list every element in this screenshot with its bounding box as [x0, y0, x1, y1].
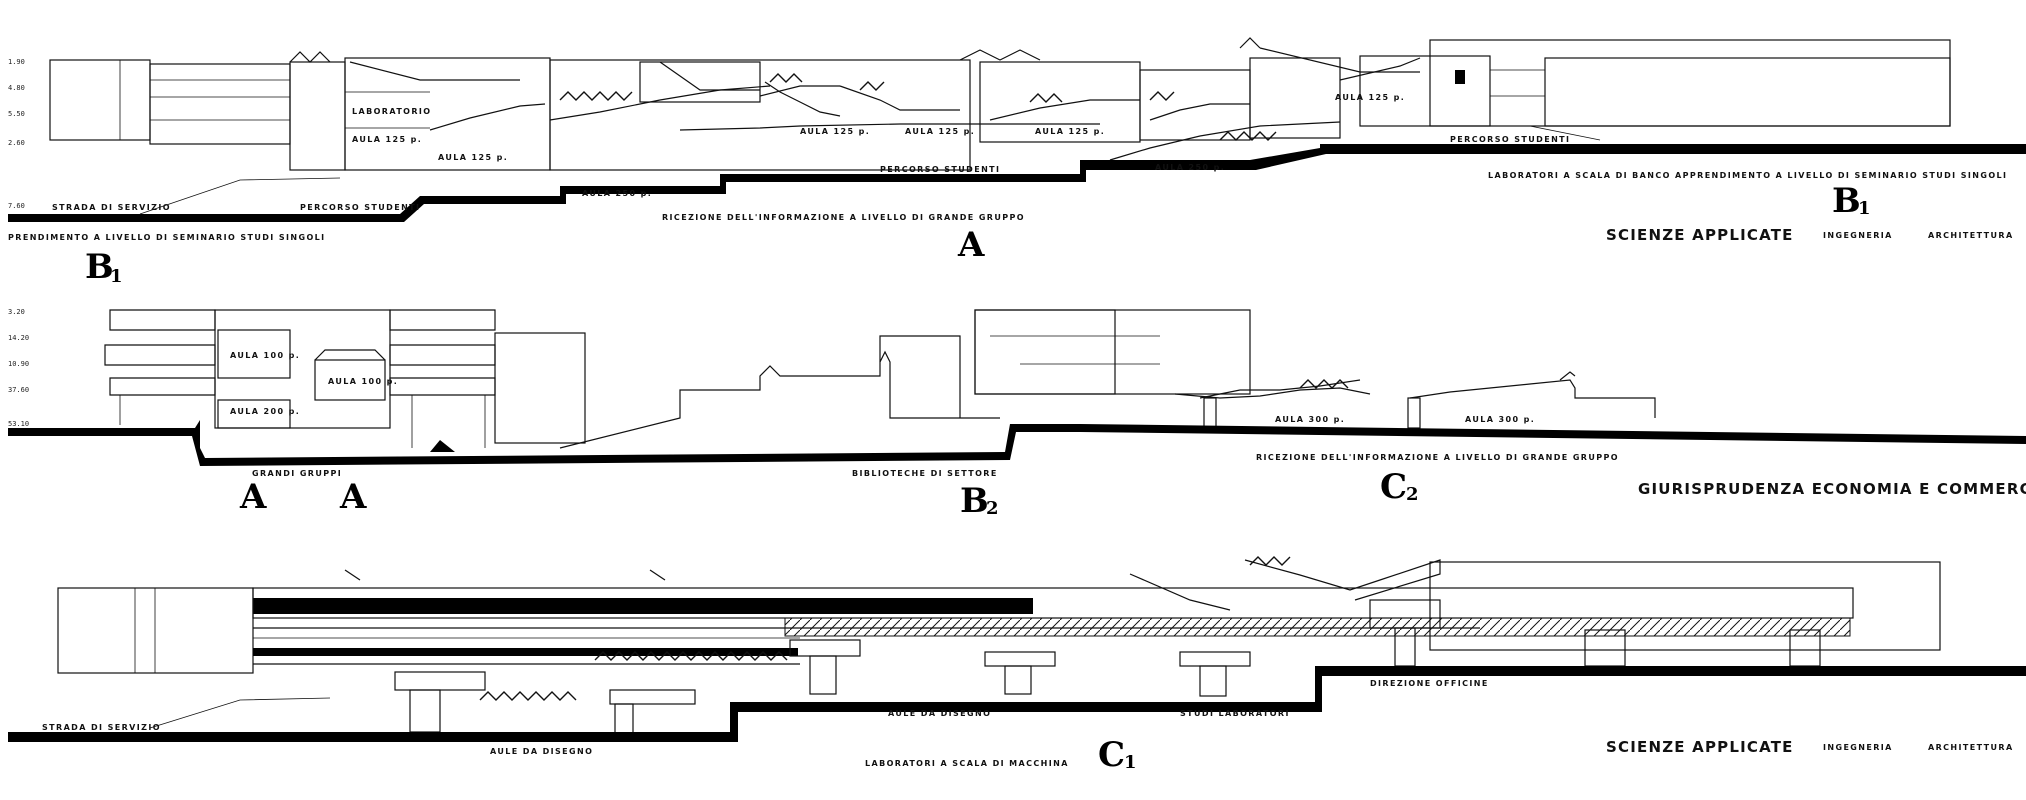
room-label: AULA 250 p.: [582, 189, 652, 198]
path-label: PERCORSO STUDENTI: [1450, 135, 1570, 144]
zone-caption: BIBLIOTECHE DI SETTORE: [852, 469, 998, 478]
faculty-subtitle: INGEGNERIA: [1823, 231, 1893, 240]
section-3-supports: [394, 599, 1821, 735]
section-1-building-right: [1239, 37, 1951, 141]
section-3-building: [57, 556, 1941, 674]
zone-caption: LABORATORI A SCALA DI MACCHINA: [865, 759, 1069, 768]
section-3-labels: STRADA DI SERVIZIO AULE DA DISEGNO AULE …: [42, 679, 2014, 768]
section-2-labels: AULA 100 p. AULA 100 p. AULA 200 p. AULA…: [230, 351, 2026, 498]
faculty-title: GIURISPRUDENZA ECONOMIA E COMMERCIO: [1638, 480, 2026, 498]
path-label: PERCORSO STUDENTI: [880, 165, 1000, 174]
room-label: DIREZIONE OFFICINE: [1370, 679, 1489, 688]
level-mark: 7.60: [8, 202, 25, 210]
level-mark: 37.60: [8, 386, 29, 394]
faculty-title: SCIENZE APPLICATE: [1606, 738, 1794, 756]
section-2-levels: 3.20 14.20 10.90 37.60 53.10: [8, 308, 29, 428]
section-marker-c1: C: [1098, 735, 1125, 775]
level-mark: 14.20: [8, 334, 29, 342]
section-2-markers: A A B 2 C 2: [239, 467, 1419, 521]
section-marker-sub: 2: [1406, 484, 1419, 505]
room-label: AULE DA DISEGNO: [888, 709, 991, 718]
section-1-building-left: [49, 51, 551, 171]
level-mark: 3.20: [8, 308, 25, 316]
road-label: STRADA DI SERVIZIO: [52, 203, 171, 212]
section-marker-sub: 1: [110, 266, 123, 287]
section-1: 1.90 4.80 5.50 2.60 7.60: [8, 37, 2026, 287]
level-mark: 2.60: [8, 139, 25, 147]
level-mark: 10.90: [8, 360, 29, 368]
room-label: AULA 125 p.: [1335, 93, 1405, 102]
level-mark: 5.50: [8, 110, 25, 118]
section-marker-sub: 2: [986, 498, 999, 519]
faculty-subtitle: INGEGNERIA: [1823, 743, 1893, 752]
room-label: AULA 300 p.: [1275, 415, 1345, 424]
path-label: PERCORSO STUDENTI: [300, 203, 420, 212]
zone-caption: GRANDI GRUPPI: [252, 469, 342, 478]
room-label: AULA 125 p.: [800, 127, 870, 136]
section-1-auditoria: [549, 49, 1341, 171]
section-marker-a: A: [339, 477, 367, 517]
room-label: STUDI LABORATORI: [1180, 709, 1290, 718]
section-marker-b1-left: B: [85, 247, 114, 287]
room-label: AULA 125 p.: [1035, 127, 1105, 136]
room-label: AULA 125 p.: [905, 127, 975, 136]
zone-caption: RICEZIONE DELL'INFORMAZIONE A LIVELLO DI…: [1256, 453, 1619, 462]
room-label: AULA 250 p.: [1155, 163, 1225, 172]
level-mark: 1.90: [8, 58, 25, 66]
section-3-markers: C 1: [1098, 735, 1137, 775]
section-marker-a: A: [957, 225, 985, 265]
section-3: STRADA DI SERVIZIO AULE DA DISEGNO AULE …: [8, 556, 2026, 775]
section-1-markers: B 1 A B 1: [85, 181, 1871, 287]
room-label: AULA 200 p.: [230, 407, 300, 416]
room-label: AULA 100 p.: [230, 351, 300, 360]
zone-caption: RICEZIONE DELL'INFORMAZIONE A LIVELLO DI…: [662, 213, 1025, 222]
section-marker-sub: 1: [1124, 752, 1137, 773]
section-3-ground: [8, 666, 2026, 742]
section-marker-b2: B: [960, 481, 989, 521]
section-1-labels: LABORATORIO AULA 125 p. AULA 125 p. AULA…: [8, 93, 2014, 244]
level-mark: 4.80: [8, 84, 25, 92]
road-label: STRADA DI SERVIZIO: [42, 723, 161, 732]
section-2-ground: [8, 420, 2026, 466]
room-label: AULA 300 p.: [1465, 415, 1535, 424]
room-label: LABORATORIO: [352, 107, 432, 116]
room-label: AULA 125 p.: [438, 153, 508, 162]
room-label: AULA 125 p.: [352, 135, 422, 144]
section-marker-c2: C: [1380, 467, 1407, 507]
zone-caption: PRENDIMENTO A LIVELLO DI SEMINARIO STUDI…: [8, 233, 326, 242]
section-1-ground: [8, 144, 2026, 222]
section-marker-sub: 1: [1858, 198, 1871, 219]
level-mark: 53.10: [8, 420, 29, 428]
section-marker-a: A: [239, 477, 267, 517]
faculty-title: SCIENZE APPLICATE: [1606, 226, 1794, 244]
section-1-levels: 1.90 4.80 5.50 2.60 7.60: [8, 58, 25, 210]
section-2: 3.20 14.20 10.90 37.60 53.10: [8, 308, 2026, 521]
zone-caption: LABORATORI A SCALA DI BANCO APPRENDIMENT…: [1488, 171, 2007, 180]
faculty-subtitle: ARCHITETTURA: [1928, 743, 2014, 752]
room-label: AULA 100 p.: [328, 377, 398, 386]
section-2-buildings: [104, 309, 1656, 449]
section-marker-b1-right: B: [1832, 181, 1861, 221]
faculty-subtitle: ARCHITETTURA: [1928, 231, 2014, 240]
room-label: AULE DA DISEGNO: [490, 747, 593, 756]
